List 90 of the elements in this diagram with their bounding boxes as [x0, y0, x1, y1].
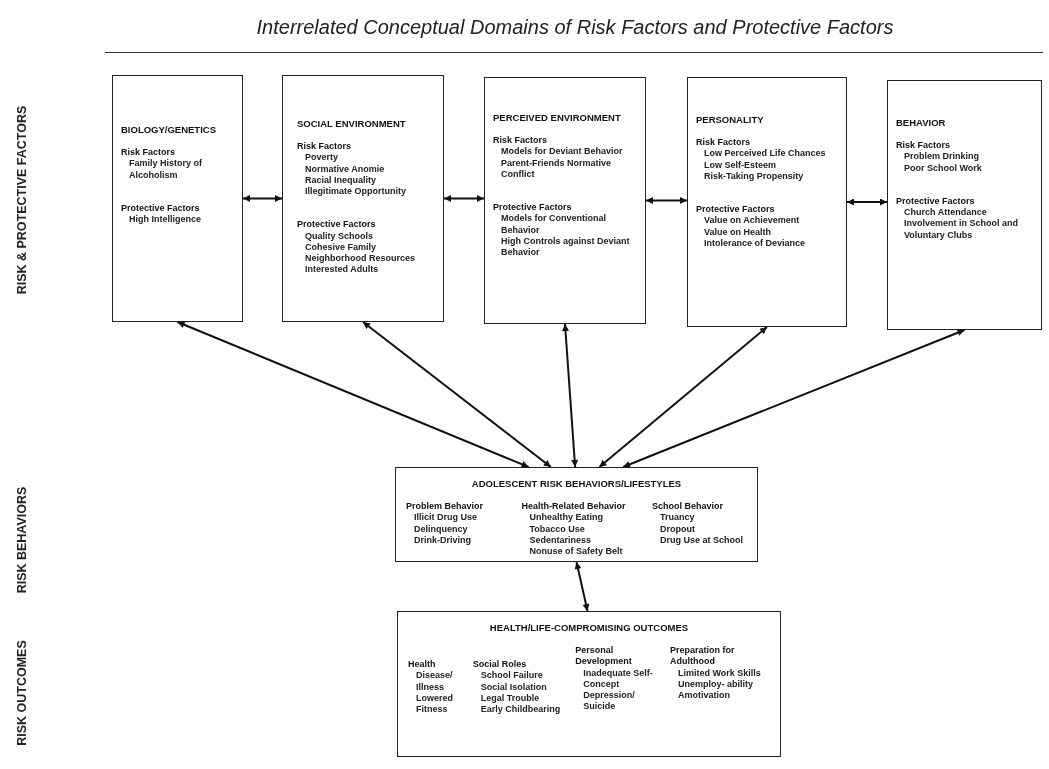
row-label: RISK OUTCOMES — [15, 640, 29, 746]
domain-heading: SOCIAL ENVIRONMENT — [297, 118, 407, 129]
category-subheading: Preparation for Adulthood — [669, 645, 736, 668]
category-subheading: Problem Behavior — [406, 501, 485, 513]
row-label: RISK & PROTECTIVE FACTORS — [15, 105, 29, 295]
domain-box — [887, 80, 1042, 330]
factor-item: Value on Health — [703, 226, 773, 238]
category-item: Delinquency — [413, 523, 469, 535]
factor-item: Low Perceived Life Chances — [703, 148, 827, 160]
factor-item: Involvement in School and Voluntary Clubs — [903, 218, 1020, 241]
factor-subheading: Risk Factors — [493, 135, 549, 147]
domain-heading: HEALTH/LIFE-COMPROMISING OUTCOMES — [488, 622, 690, 633]
diagram-title: Interrelated Conceptual Domains of Risk Factors and Protective Factors — [255, 16, 895, 39]
category-item: Early Childbearing — [479, 704, 562, 716]
outcomes-box — [397, 611, 781, 757]
category-item: Illicit Drug Use — [413, 512, 478, 524]
factor-item: Church Attendance — [903, 207, 988, 219]
category-subheading: Health-Related Behavior — [521, 501, 627, 513]
factor-item: Value on Achievement — [703, 215, 801, 227]
double-arrow — [362, 321, 552, 468]
factor-subheading: Protective Factors — [896, 195, 976, 207]
domain-heading: BEHAVIOR — [896, 117, 947, 128]
category-item: Unhealthy Eating — [528, 512, 604, 524]
domain-heading: PERCEIVED ENVIRONMENT — [493, 112, 622, 123]
category-subheading: School Behavior — [652, 501, 724, 513]
factor-item: Parent-Friends Normative Conflict — [500, 157, 613, 180]
factor-item: Normative Anomie — [304, 163, 386, 175]
factor-item: Interested Adults — [304, 264, 380, 276]
factor-item: Problem Drinking — [903, 151, 980, 163]
double-arrow — [574, 561, 590, 612]
factor-item: Illegitimate Opportunity — [304, 186, 407, 198]
category-item: Sedentariness — [528, 534, 593, 546]
category-item: Nonuse of Safety Belt — [528, 546, 624, 558]
factor-item: Quality Schools — [304, 230, 374, 242]
category-item: Tobacco Use — [528, 523, 586, 535]
category-item: Limited Work Skills — [676, 667, 762, 679]
row-label: RISK BEHAVIORS — [15, 486, 29, 594]
domain-box — [687, 77, 847, 327]
factor-subheading: Protective Factors — [297, 219, 377, 231]
category-item: Lowered Fitness — [415, 692, 454, 716]
double-arrow — [622, 329, 966, 468]
factor-item: Family History of Alcoholism — [128, 158, 203, 181]
domain-heading: ADOLESCENT RISK BEHAVIORS/LIFESTYLES — [470, 478, 683, 489]
category-item: Drink-Driving — [413, 534, 472, 546]
double-arrow — [176, 321, 530, 468]
category-item: Depression/ Suicide — [582, 690, 636, 713]
factor-item: Low Self-Esteem — [703, 159, 778, 171]
factor-item: Models for Conventional Behavior — [500, 213, 607, 236]
domain-box — [112, 75, 243, 322]
category-item: Inadequate Self-Concept — [582, 667, 654, 690]
category-subheading: Health — [408, 659, 437, 671]
category-item: Truancy — [659, 512, 696, 524]
factor-subheading: Protective Factors — [493, 202, 573, 214]
category-item: Amotivation — [676, 690, 731, 702]
double-arrow — [846, 198, 888, 206]
factor-item: Risk-Taking Propensity — [703, 170, 805, 182]
factor-item: High Intelligence — [128, 214, 202, 226]
factor-subheading: Protective Factors — [696, 204, 776, 216]
category-item: Drug Use at School — [659, 534, 744, 546]
category-item: Legal Trouble — [479, 692, 541, 704]
double-arrow — [598, 326, 768, 468]
factor-item: Neighborhood Resources — [304, 253, 416, 265]
category-item: Unemploy- ability — [676, 678, 754, 690]
double-arrow — [443, 195, 485, 202]
factor-item: Poor School Work — [903, 162, 983, 174]
category-subheading: Personal Development — [575, 645, 633, 668]
category-subheading: Social Roles — [472, 659, 528, 671]
double-arrow — [645, 197, 688, 204]
double-arrow — [562, 323, 579, 468]
factor-item: Racial Inequality — [304, 174, 378, 186]
factor-item: Models for Deviant Behavior — [500, 146, 624, 158]
factor-subheading: Risk Factors — [696, 137, 752, 149]
category-item: Social Isolation — [479, 681, 548, 693]
domain-box — [282, 75, 444, 322]
factor-subheading: Protective Factors — [121, 202, 201, 214]
factor-item: Cohesive Family — [304, 241, 378, 253]
category-item: School Failure — [479, 670, 544, 682]
domain-heading: BIOLOGY/GENETICS — [121, 124, 217, 135]
factor-subheading: Risk Factors — [297, 141, 353, 153]
factor-item: Intolerance of Deviance — [703, 237, 807, 249]
factor-subheading: Risk Factors — [896, 140, 952, 152]
domain-box — [484, 77, 646, 324]
behaviors-box — [395, 467, 758, 562]
domain-heading: PERSONALITY — [696, 114, 765, 125]
factor-subheading: Risk Factors — [121, 147, 177, 159]
double-arrow — [242, 195, 283, 202]
factor-item: High Controls against Deviant Behavior — [500, 235, 631, 259]
category-item: Dropout — [659, 523, 696, 535]
factor-item: Poverty — [304, 152, 340, 164]
category-item: Disease/ Illness — [415, 670, 454, 693]
